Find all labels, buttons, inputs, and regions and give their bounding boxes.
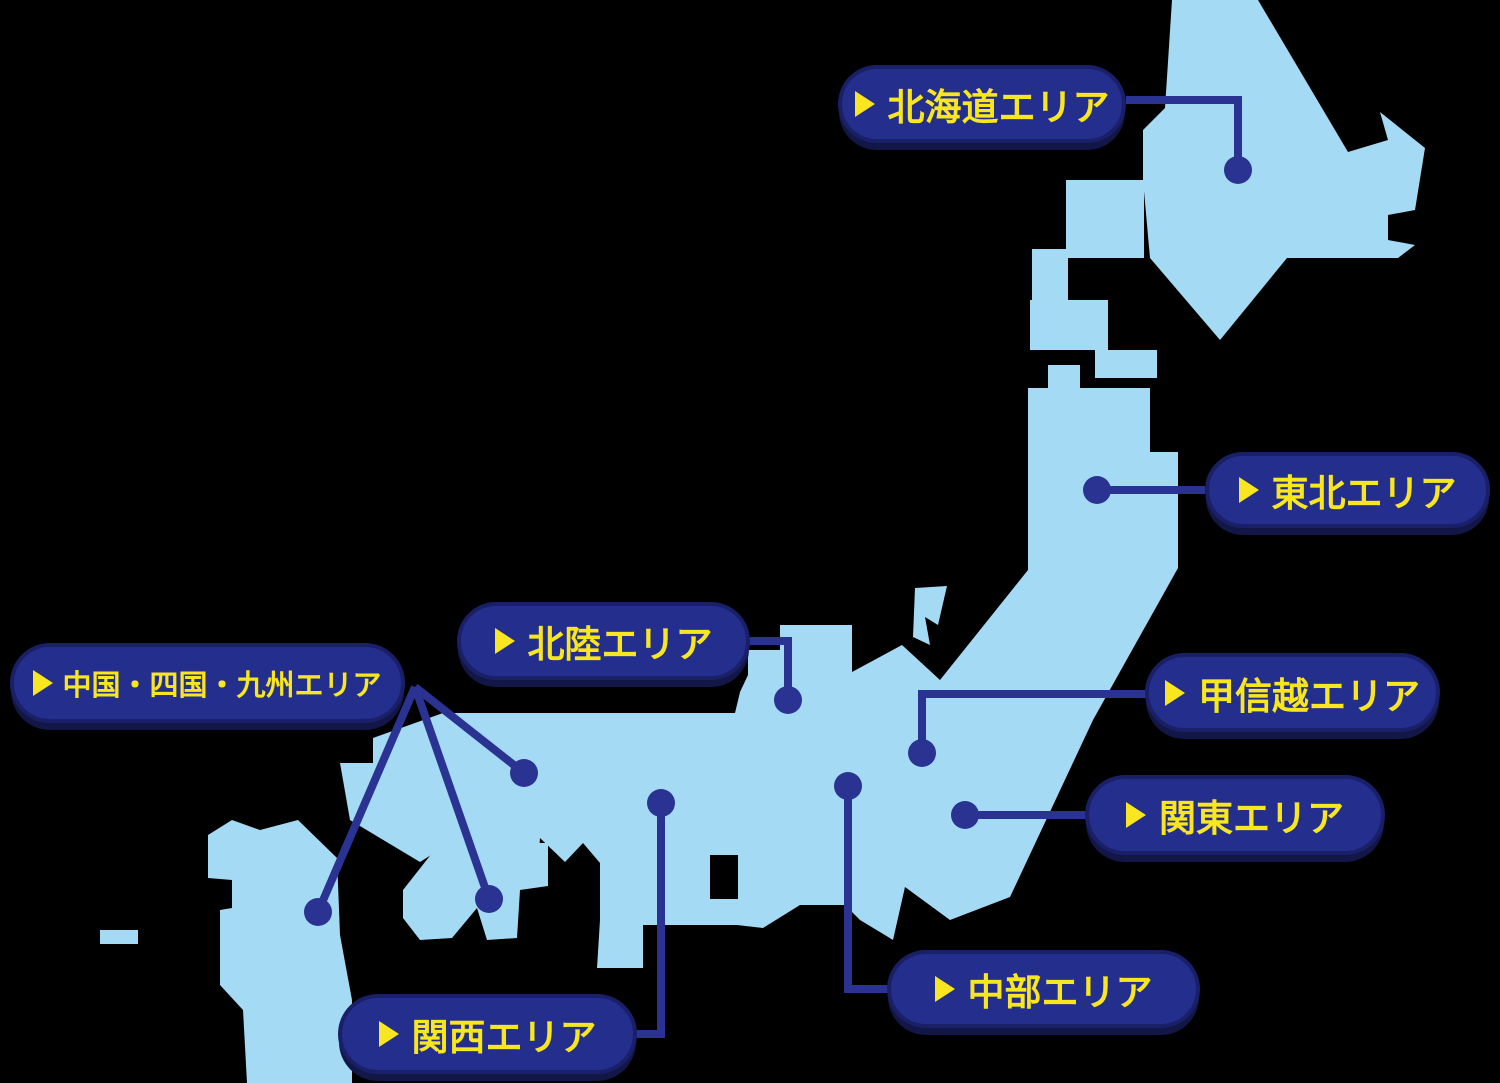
region-hokkaido-shape	[1143, 0, 1425, 340]
connector-hokuriku	[748, 637, 792, 700]
connector-hokkaido	[1126, 96, 1242, 170]
region-kyushu-shape	[208, 820, 352, 1083]
region-hokkaido-west-block	[1066, 180, 1144, 258]
area-button-kanto[interactable]: 関東エリア	[1085, 775, 1385, 855]
area-button-kansai[interactable]: 関西エリア	[338, 994, 637, 1074]
area-button-label: 北海道エリア	[887, 86, 1110, 129]
connector-chugoku	[412, 683, 527, 777]
connector-lines	[314, 96, 1242, 1038]
play-icon	[854, 91, 875, 117]
map-dot-kansai	[647, 789, 675, 817]
play-icon	[1238, 477, 1259, 503]
map-dot-hokuriku	[774, 686, 802, 714]
island-small	[100, 930, 138, 944]
connector-chubu	[844, 786, 889, 993]
island-block	[1030, 300, 1108, 350]
island-block	[1048, 365, 1080, 392]
map-dot-kanto	[951, 801, 979, 829]
area-button-label: 中国・四国・九州エリア	[62, 668, 382, 702]
island-block	[1095, 350, 1157, 378]
map-dot-kyushu	[304, 898, 332, 926]
map-dot-tohoku	[1083, 476, 1111, 504]
area-button-hokkaido[interactable]: 北海道エリア	[838, 65, 1126, 143]
play-icon	[494, 628, 515, 654]
region-honshu-shape	[340, 625, 1093, 968]
area-button-label: 中部エリア	[967, 971, 1153, 1014]
area-button-label: 東北エリア	[1271, 472, 1457, 515]
play-icon	[934, 976, 955, 1002]
map-dot-chugoku	[510, 759, 538, 787]
map-dot-shikoku	[475, 885, 503, 913]
map-dot-hokkaido	[1224, 156, 1252, 184]
area-button-label: 関西エリア	[411, 1016, 597, 1059]
area-button-label: 甲信越エリア	[1198, 674, 1420, 718]
area-button-koshinetsu[interactable]: 甲信越エリア	[1145, 653, 1440, 732]
play-icon	[1165, 679, 1185, 706]
area-button-label: 北陸エリア	[527, 623, 713, 666]
play-icon	[378, 1021, 399, 1047]
map-dot-chubu	[834, 772, 862, 800]
play-icon	[1126, 802, 1146, 828]
play-icon	[33, 670, 54, 696]
area-button-hokuriku[interactable]: 北陸エリア	[457, 602, 750, 680]
connector-shikoku	[411, 685, 493, 901]
connector-kansai	[635, 803, 665, 1038]
area-button-chugoku-shikoku-kyushu[interactable]: 中国・四国・九州エリア	[10, 643, 405, 723]
map-dot-koshinetsu	[908, 739, 936, 767]
map-landmass	[100, 0, 1425, 1083]
map-dots	[304, 156, 1252, 926]
region-tohoku-shape	[940, 388, 1178, 740]
connector-kyushu	[314, 685, 419, 914]
area-button-chubu[interactable]: 中部エリア	[887, 950, 1200, 1028]
connector-koshinetsu	[918, 690, 1147, 753]
area-button-label: 関東エリア	[1159, 797, 1344, 840]
area-button-tohoku[interactable]: 東北エリア	[1205, 452, 1490, 528]
island-sado	[913, 586, 947, 645]
bay-notch	[710, 855, 738, 899]
region-shikoku-shape	[403, 843, 548, 940]
